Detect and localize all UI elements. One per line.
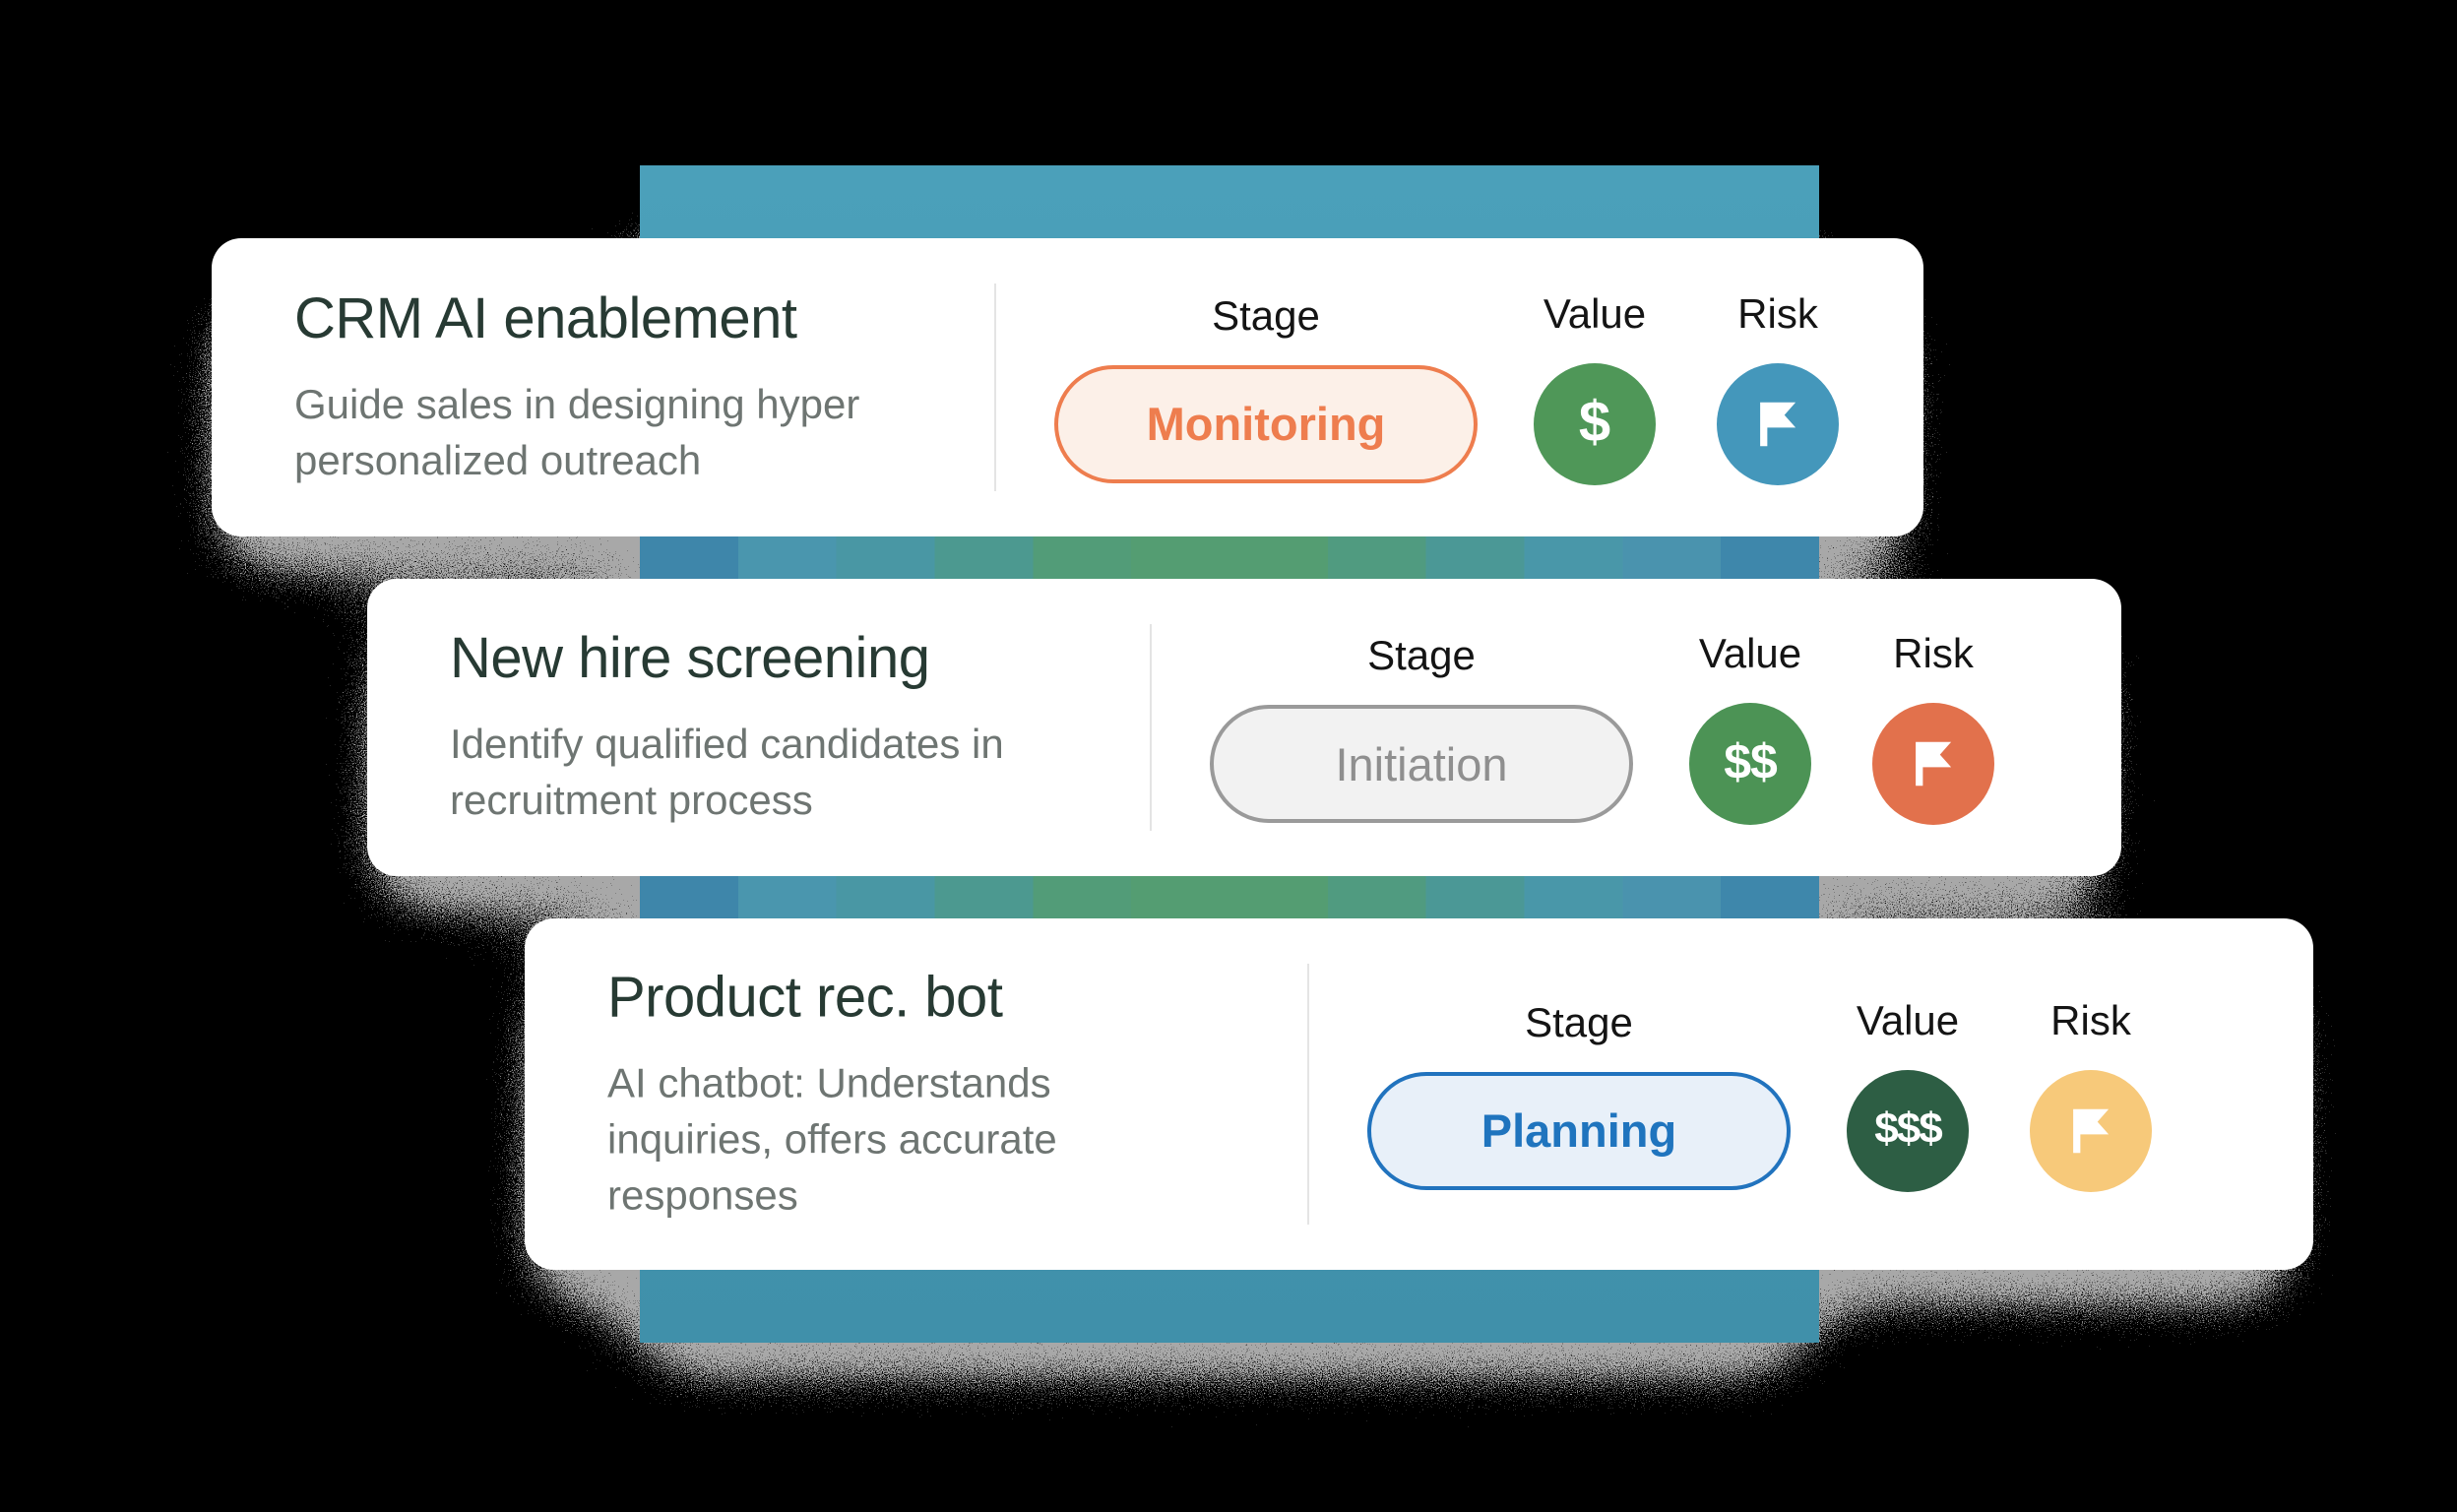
card-description: Guide sales in designing hyper personali… xyxy=(294,380,860,483)
value-badge: $ xyxy=(1534,362,1656,485)
stage-pill-label: Monitoring xyxy=(1146,398,1386,450)
risk-column: Risk xyxy=(1717,290,1839,485)
risk-badge xyxy=(2030,1069,2152,1192)
flag-icon xyxy=(1760,402,1796,446)
usecase-card-hiring: New hire screening Identify qualified ca… xyxy=(367,579,2121,876)
stage-column: Stage Planning xyxy=(1367,999,1791,1190)
value-badge: $$$ xyxy=(1847,1069,1969,1192)
stage-pill[interactable]: Planning xyxy=(1367,1071,1791,1190)
divider xyxy=(1150,624,1152,831)
card-title: New hire screening xyxy=(450,626,930,690)
value-column: Value $$$ xyxy=(1847,997,1969,1192)
stage-pill-label: Initiation xyxy=(1335,737,1508,790)
stage-column: Stage Initiation xyxy=(1210,632,1633,823)
stage-header: Stage xyxy=(1525,998,1633,1045)
usecase-card-chatbot: Product rec. bot AI chatbot: Understands… xyxy=(525,918,2313,1270)
risk-header: Risk xyxy=(2050,996,2131,1043)
value-column: Value $ xyxy=(1534,290,1656,485)
card-text-block: New hire screening Identify qualified ca… xyxy=(450,627,1119,828)
risk-column: Risk xyxy=(1872,630,1994,825)
risk-header: Risk xyxy=(1737,289,1818,337)
card-title: CRM AI enablement xyxy=(294,285,797,350)
dollar-symbol: $$$ xyxy=(1874,1103,1942,1153)
risk-header: Risk xyxy=(1893,630,1974,676)
dollar-symbol: $$ xyxy=(1724,734,1778,789)
value-header: Value xyxy=(1543,289,1647,337)
card-description: AI chatbot: Understands inquiries, offer… xyxy=(607,1059,1057,1218)
stage-pill[interactable]: Monitoring xyxy=(1054,364,1478,483)
risk-column: Risk xyxy=(2030,997,2152,1192)
card-title: Product rec. bot xyxy=(607,965,1003,1029)
band-stripe-row xyxy=(640,536,1819,579)
divider xyxy=(1307,964,1309,1225)
stage-pill[interactable]: Initiation xyxy=(1210,705,1633,823)
divider xyxy=(994,284,996,491)
usecase-card-crm: CRM AI enablement Guide sales in designi… xyxy=(212,238,1923,536)
stage-header: Stage xyxy=(1367,632,1476,678)
flag-icon xyxy=(1916,741,1952,787)
card-description: Identify qualified candidates in recruit… xyxy=(450,721,1004,823)
stage-column: Stage Monitoring xyxy=(1054,292,1478,483)
value-column: Value $$ xyxy=(1689,630,1811,825)
value-badge: $$ xyxy=(1689,703,1811,825)
stage-pill-label: Planning xyxy=(1480,1104,1677,1157)
risk-badge xyxy=(1872,703,1994,825)
value-header: Value xyxy=(1698,630,1802,676)
stage-header: Stage xyxy=(1212,291,1320,339)
card-text-block: CRM AI enablement Guide sales in designi… xyxy=(294,285,964,488)
flag-icon xyxy=(2073,1108,2110,1153)
value-header: Value xyxy=(1856,996,1960,1043)
band-stripe-row xyxy=(640,876,1819,918)
card-text-block: Product rec. bot AI chatbot: Understands… xyxy=(607,966,1277,1223)
risk-badge xyxy=(1717,362,1839,485)
dollar-symbol: $ xyxy=(1578,389,1611,454)
